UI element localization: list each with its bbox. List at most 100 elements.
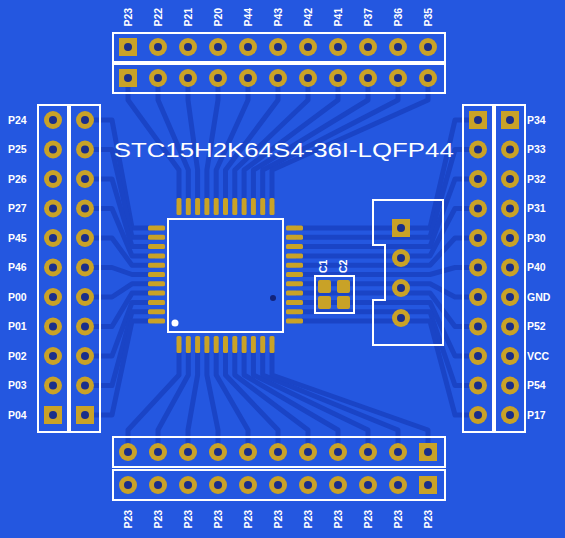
ic-pin: [148, 272, 165, 277]
copper-traces: [85, 78, 478, 452]
ic-pin: [286, 235, 303, 240]
pin-label: P34: [527, 115, 546, 126]
through-hole-pad: [149, 443, 167, 461]
through-hole-pad: [359, 38, 377, 56]
through-hole-pad: [44, 318, 62, 336]
pin-label: P25: [8, 144, 27, 155]
through-hole-pad: [469, 111, 487, 129]
ic-pin: [286, 263, 303, 268]
through-hole-pad: [469, 229, 487, 247]
ic-pin: [148, 319, 165, 324]
through-hole-pad: [269, 38, 287, 56]
trace: [85, 238, 155, 265]
pin-label: P23: [363, 510, 374, 529]
ic-pin: [148, 291, 165, 296]
pin-label: P44: [243, 8, 254, 27]
through-hole-pad: [119, 443, 137, 461]
through-hole-pad: [501, 141, 519, 159]
through-hole-pad: [209, 38, 227, 56]
through-hole-pad: [469, 288, 487, 306]
pads: [44, 38, 519, 494]
through-hole-pad: [119, 38, 137, 56]
through-hole-pad: [469, 200, 487, 218]
through-hole-pad: [501, 170, 519, 188]
pin-label: P23: [213, 510, 224, 529]
through-hole-pad: [44, 406, 62, 424]
pin-label: P01: [8, 321, 27, 332]
pin-label: P17: [527, 410, 546, 421]
through-hole-pad: [501, 406, 519, 424]
ic-pin: [286, 272, 303, 277]
through-hole-pad: [239, 69, 257, 87]
pin-label: P00: [8, 292, 27, 303]
through-hole-pad: [469, 318, 487, 336]
through-hole-pad: [44, 377, 62, 395]
through-hole-pad: [179, 443, 197, 461]
pin-label: P23: [123, 510, 134, 529]
part-ref: C1: [319, 259, 330, 272]
through-hole-pad: [179, 38, 197, 56]
through-hole-pad: [239, 443, 257, 461]
through-hole-pad: [501, 377, 519, 395]
through-hole-pad: [501, 318, 519, 336]
through-hole-pad: [119, 476, 137, 494]
pin-label: P20: [213, 8, 224, 27]
through-hole-pad: [44, 288, 62, 306]
through-hole-pad: [76, 111, 94, 129]
trace: [188, 345, 198, 452]
pin-label: P42: [303, 8, 314, 27]
ic-pin: [286, 226, 303, 231]
ic-pin: [260, 336, 265, 353]
ic-pin: [286, 300, 303, 305]
through-hole-pad: [329, 69, 347, 87]
through-hole-pad: [149, 476, 167, 494]
through-hole-pad: [419, 443, 437, 461]
through-hole-pad: [469, 141, 487, 159]
pin-label: P46: [8, 262, 27, 273]
through-hole-pad: [44, 259, 62, 277]
through-hole-pad: [419, 69, 437, 87]
through-hole-pad: [179, 69, 197, 87]
smd-pad: [337, 296, 350, 309]
pin-label: P27: [8, 203, 27, 214]
ic-pin: [286, 253, 303, 258]
ic-pin: [204, 198, 209, 215]
smd-pad: [318, 296, 331, 309]
through-hole-pad: [501, 347, 519, 365]
through-hole-pad: [149, 38, 167, 56]
ic-pin: [195, 336, 200, 353]
ic-pin: [204, 336, 209, 353]
through-hole-pad: [179, 476, 197, 494]
pin-label: P40: [527, 262, 546, 273]
pin-label: P23: [393, 510, 404, 529]
through-hole-pad: [389, 443, 407, 461]
pin-label: P23: [123, 8, 134, 27]
through-hole-pad: [44, 141, 62, 159]
ic-pin: [251, 198, 256, 215]
pin-label: P36: [393, 8, 404, 27]
through-hole-pad: [469, 347, 487, 365]
trace: [128, 345, 179, 452]
trace: [158, 345, 188, 452]
through-hole-pad: [269, 443, 287, 461]
pin-label: P23: [423, 510, 434, 529]
through-hole-pad: [501, 229, 519, 247]
pin-label: P23: [183, 510, 194, 529]
trace: [296, 321, 478, 415]
pin-label: P30: [527, 233, 546, 244]
ic-pin: [270, 198, 275, 215]
through-hole-pad: [501, 111, 519, 129]
through-hole-pad: [239, 38, 257, 56]
ic-pin: [177, 198, 182, 215]
through-hole-pad: [76, 259, 94, 277]
ic-pin: [214, 198, 219, 215]
trace: [296, 209, 478, 256]
through-hole-pad: [239, 476, 257, 494]
through-hole-pad: [44, 347, 62, 365]
ic-pin: [148, 281, 165, 286]
chip-name: STC15H2K64S4-36I-LQFP44: [114, 140, 454, 160]
pin-label: P37: [363, 8, 374, 27]
through-hole-pad: [392, 219, 410, 237]
pin-label: P22: [153, 8, 164, 27]
